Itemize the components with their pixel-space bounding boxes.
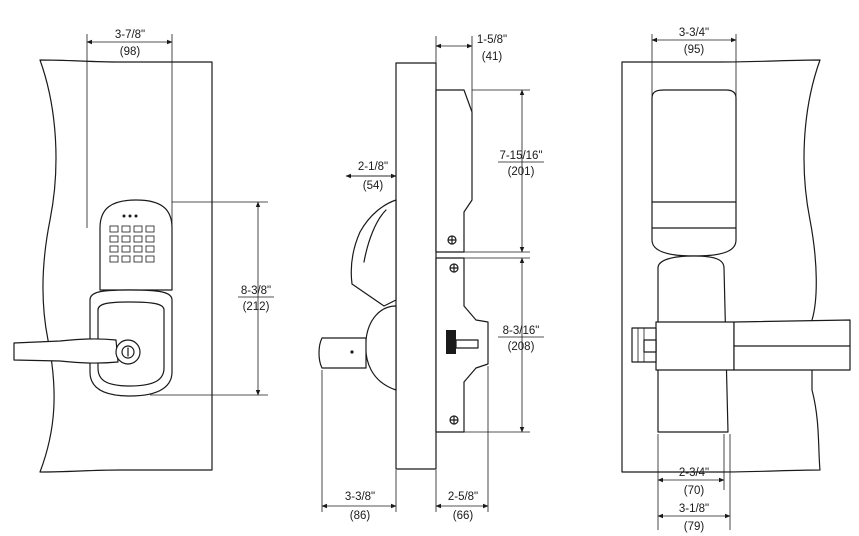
front-height-imperial: 8-3/8" — [241, 285, 271, 297]
side-lever-projection-metric: (86) — [350, 510, 371, 522]
rear-lower-width-metric: (70) — [684, 485, 705, 497]
side-lever-projection-imperial: 3-3/8" — [345, 491, 375, 503]
side-door-slab — [395, 62, 437, 470]
side-backplate-imperial: 1-5/8" — [477, 34, 507, 46]
front-width-metric: (98) — [120, 46, 141, 58]
keypad-buttons — [109, 214, 155, 263]
rear-upper-housing — [651, 89, 737, 257]
front-view: 3-7/8" (98) 8-3/8" (212) — [13, 29, 274, 473]
rear-overall-width-imperial: 3-1/8" — [679, 503, 709, 515]
key-cylinder-core — [121, 345, 135, 359]
screw-icons — [447, 235, 459, 425]
side-lower-height-metric: (208) — [508, 341, 535, 353]
rear-lever — [733, 319, 851, 371]
front-door-outline — [39, 59, 213, 473]
side-upper-height-imperial: 7-15/16" — [499, 150, 542, 162]
rear-width-imperial: 3-3/4" — [679, 27, 709, 39]
rear-width-metric: (95) — [684, 44, 705, 56]
latch-spindle-bar — [455, 339, 479, 349]
keypad-housing — [99, 199, 173, 291]
rear-thumbturn-body — [655, 321, 735, 371]
side-lower-height-imperial: 8-3/16" — [503, 325, 540, 337]
side-lever — [318, 337, 367, 369]
latch-spindle-block — [446, 330, 456, 354]
rear-view: 3-3/4" (95) 2-3/4" (70) 3-1/8" (79) — [621, 27, 851, 533]
side-inside-projection-imperial: 2-5/8" — [448, 491, 478, 503]
side-inside-projection-metric: (66) — [453, 510, 474, 522]
side-keypad-curve — [363, 209, 387, 263]
rear-lower-width-imperial: 2-3/4" — [679, 467, 709, 479]
front-lever — [13, 338, 119, 364]
front-height-metric: (212) — [243, 301, 270, 313]
side-upper-chassis — [435, 89, 473, 253]
side-lever-offset-metric: (54) — [363, 180, 384, 192]
rear-door-outline — [621, 59, 821, 473]
rear-spindle — [631, 327, 657, 363]
side-view: 1-5/8" (41) 2-1/8" (54) 7-15/16" (201) 8… — [318, 34, 544, 522]
front-width-imperial: 3-7/8" — [115, 29, 145, 41]
side-lever-rose — [365, 305, 397, 391]
side-keypad-profile — [350, 199, 397, 307]
side-backplate-metric: (41) — [482, 51, 503, 63]
side-upper-height-metric: (201) — [508, 166, 535, 178]
side-lever-offset-imperial: 2-1/8" — [358, 161, 388, 173]
rear-overall-width-metric: (79) — [684, 521, 705, 533]
escutcheon-inner — [97, 301, 165, 387]
